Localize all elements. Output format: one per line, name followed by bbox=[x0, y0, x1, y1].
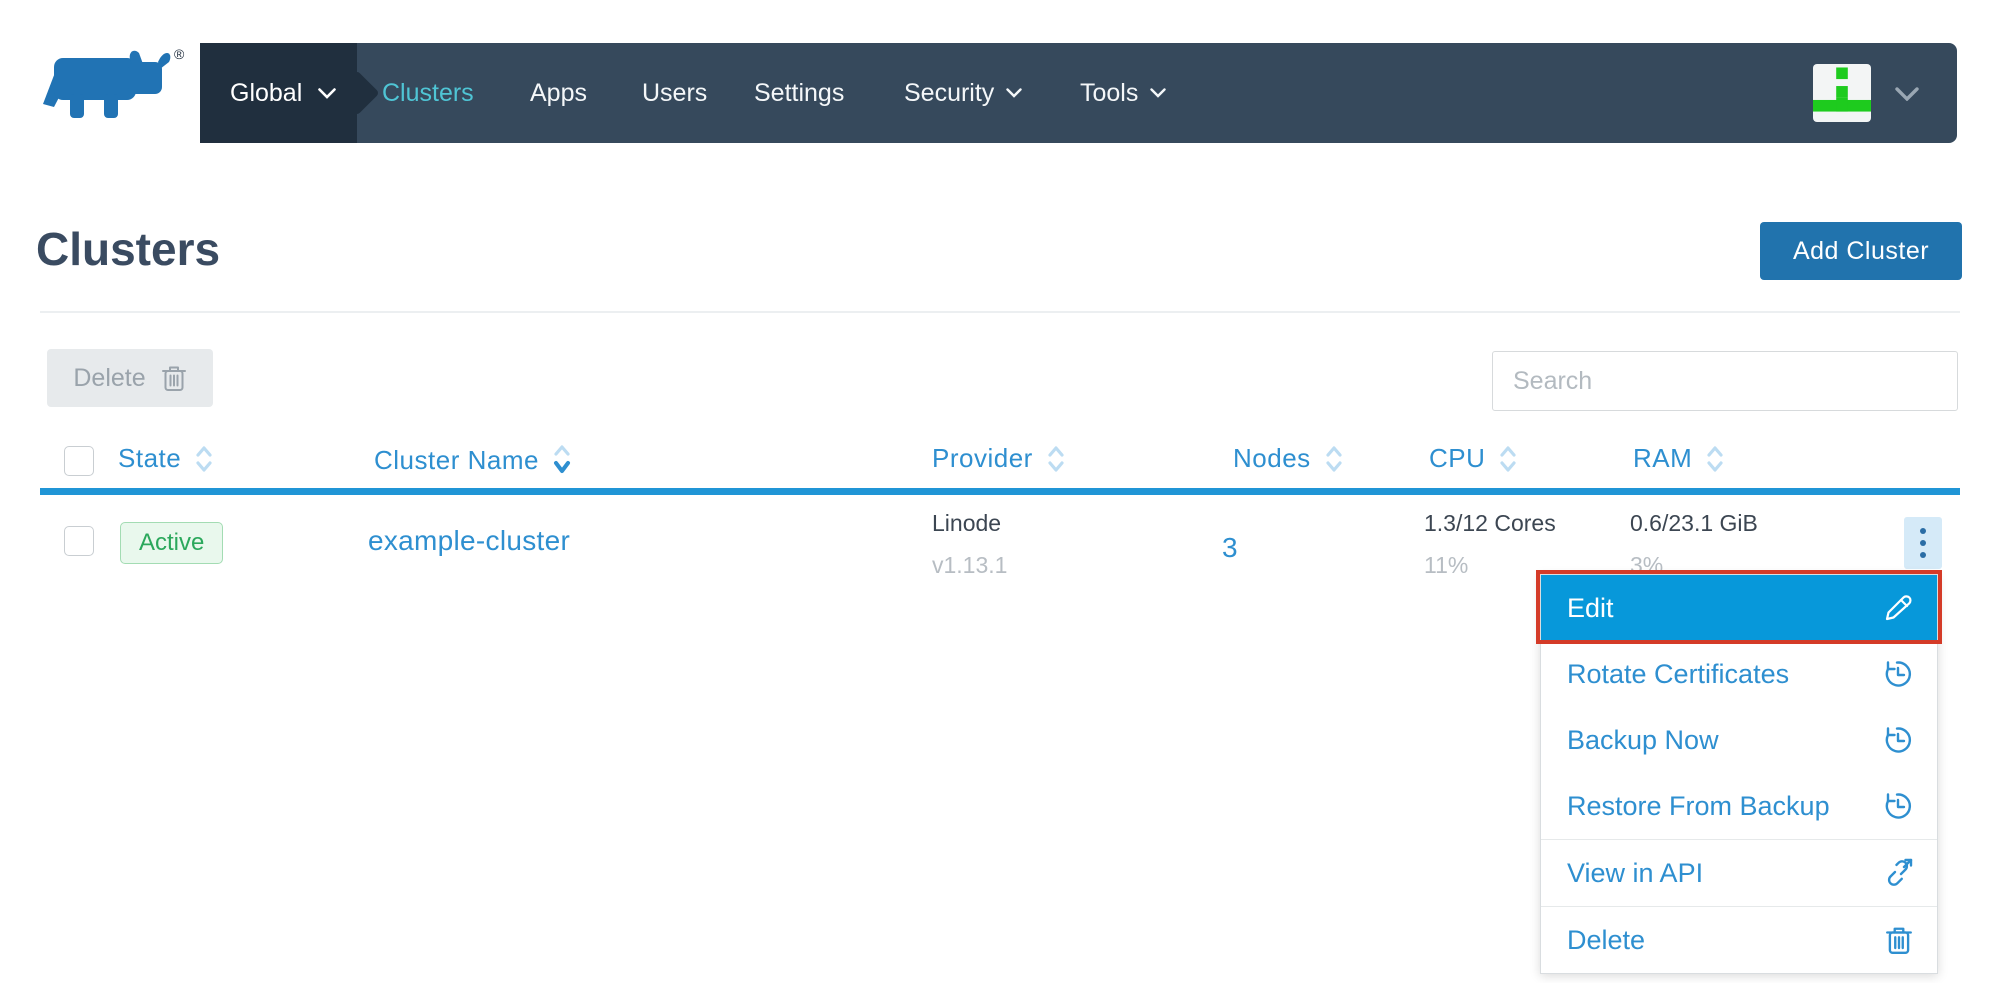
sort-desc-icon bbox=[553, 445, 570, 473]
menu-item-view-in-api[interactable]: View in API bbox=[1541, 840, 1937, 906]
menu-label: Rotate Certificates bbox=[1567, 658, 1790, 689]
trash-icon bbox=[161, 366, 186, 391]
nav-item-tools[interactable]: Tools bbox=[1080, 43, 1167, 143]
history-icon bbox=[1885, 727, 1912, 753]
column-label: Nodes bbox=[1233, 443, 1311, 473]
ellipsis-dot bbox=[1920, 552, 1926, 558]
column-label: Cluster Name bbox=[374, 444, 539, 475]
menu-item-backup-now[interactable]: Backup Now bbox=[1541, 707, 1937, 773]
column-header-ram[interactable]: RAM bbox=[1633, 443, 1724, 474]
delete-label: Delete bbox=[73, 363, 146, 392]
ellipsis-dot bbox=[1920, 540, 1926, 546]
nodes-count-link[interactable]: 3 bbox=[1222, 532, 1238, 563]
menu-separator bbox=[1541, 906, 1937, 907]
select-all-checkbox[interactable] bbox=[64, 446, 94, 476]
column-label: RAM bbox=[1633, 443, 1693, 473]
ram-usage: 0.6/23.1 GiB bbox=[1630, 510, 1758, 536]
column-header-cluster-name[interactable]: Cluster Name bbox=[374, 443, 571, 477]
history-icon bbox=[1885, 661, 1912, 687]
row-actions-ellipsis-button[interactable] bbox=[1904, 517, 1942, 569]
cpu-usage: 1.3/12 Cores bbox=[1424, 510, 1556, 536]
nav-item-clusters[interactable]: Clusters bbox=[382, 43, 474, 143]
sort-icon bbox=[1707, 445, 1723, 472]
menu-label: Backup Now bbox=[1567, 724, 1719, 755]
status-badge: Active bbox=[120, 522, 224, 564]
menu-label: Delete bbox=[1567, 924, 1646, 955]
sort-icon bbox=[1500, 445, 1517, 472]
nav-item-settings[interactable]: Settings bbox=[754, 43, 844, 143]
bulk-delete-button[interactable]: Delete bbox=[47, 349, 213, 407]
chevron-down-icon bbox=[1150, 88, 1167, 98]
row-checkbox[interactable] bbox=[64, 526, 94, 556]
nav-label: Clusters bbox=[382, 78, 474, 107]
section-divider bbox=[40, 311, 1960, 313]
add-cluster-button[interactable]: Add Cluster bbox=[1760, 222, 1962, 280]
external-link-icon bbox=[1887, 858, 1913, 886]
search-input[interactable] bbox=[1492, 351, 1958, 411]
nav-label: Users bbox=[642, 78, 708, 107]
nav-item-users[interactable]: Users bbox=[642, 43, 707, 143]
rancher-logo[interactable]: ® bbox=[40, 46, 190, 124]
sort-icon bbox=[1048, 445, 1064, 472]
column-header-cpu[interactable]: CPU bbox=[1429, 443, 1517, 474]
nav-label: Tools bbox=[1080, 78, 1139, 107]
trash-icon bbox=[1886, 927, 1912, 955]
registered-trademark: ® bbox=[174, 46, 185, 62]
cluster-name-link[interactable]: example-cluster bbox=[368, 525, 571, 556]
provider-name: Linode bbox=[932, 510, 1002, 536]
column-header-state[interactable]: State bbox=[118, 443, 213, 474]
row-context-menu: Edit Rotate Certificates Backup Now bbox=[1540, 574, 1938, 974]
environment-label: Global bbox=[230, 78, 303, 107]
top-navbar: Global Clusters Apps Users Settings Secu… bbox=[200, 43, 1957, 143]
menu-label: View in API bbox=[1567, 857, 1704, 888]
chevron-down-icon bbox=[1006, 88, 1023, 98]
chevron-down-icon bbox=[318, 87, 337, 99]
identicon-pattern bbox=[1813, 67, 1871, 112]
sort-icon bbox=[1326, 445, 1342, 472]
nav-label: Settings bbox=[754, 78, 845, 107]
menu-item-delete[interactable]: Delete bbox=[1541, 907, 1937, 973]
provider-version: v1.13.1 bbox=[932, 552, 1008, 578]
ellipsis-dot bbox=[1920, 528, 1926, 534]
table-header-rule bbox=[40, 488, 1960, 495]
column-label: State bbox=[118, 443, 182, 473]
column-label: CPU bbox=[1429, 443, 1486, 473]
menu-separator bbox=[1541, 839, 1937, 840]
menu-label: Restore From Backup bbox=[1567, 790, 1830, 821]
nav-label: Security bbox=[904, 78, 995, 107]
nav-item-apps[interactable]: Apps bbox=[530, 43, 587, 143]
rancher-bull-icon bbox=[43, 50, 171, 118]
nav-label: Apps bbox=[530, 78, 587, 107]
menu-label: Edit bbox=[1567, 592, 1614, 623]
sort-icon bbox=[196, 445, 212, 472]
pencil-icon bbox=[1885, 595, 1912, 621]
page-title: Clusters bbox=[36, 223, 221, 275]
column-label: Provider bbox=[932, 443, 1033, 473]
menu-item-rotate-certificates[interactable]: Rotate Certificates bbox=[1541, 641, 1937, 707]
column-header-provider[interactable]: Provider bbox=[932, 443, 1065, 474]
menu-item-restore-from-backup[interactable]: Restore From Backup bbox=[1541, 773, 1937, 839]
nav-item-security[interactable]: Security bbox=[904, 43, 1023, 143]
cpu-percent: 11% bbox=[1424, 552, 1469, 578]
user-avatar[interactable] bbox=[1813, 64, 1871, 122]
menu-item-edit[interactable]: Edit bbox=[1541, 575, 1937, 641]
user-menu-chevron-down-icon[interactable] bbox=[1895, 87, 1919, 101]
column-header-nodes[interactable]: Nodes bbox=[1233, 443, 1343, 474]
history-icon bbox=[1885, 793, 1912, 819]
environment-menu-global[interactable]: Global bbox=[200, 43, 357, 143]
